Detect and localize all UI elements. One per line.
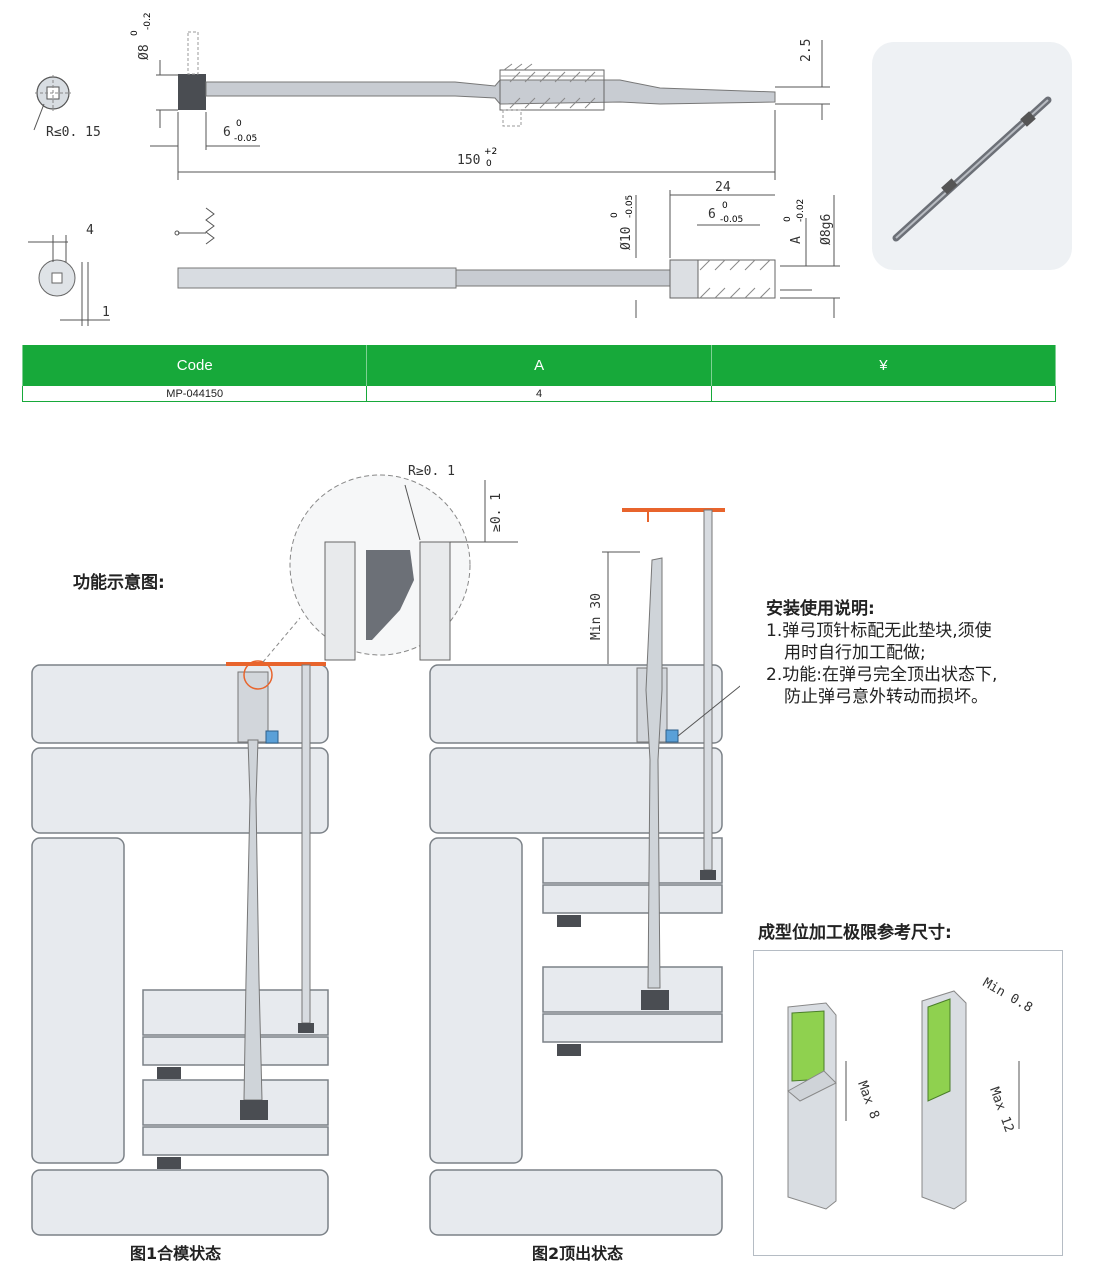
head-dia-label: Ø8	[137, 44, 152, 60]
technical-drawing: R≤0. 15 Ø8 0 -0.2 2.5 6 0 -0.05 150 +	[28, 12, 840, 326]
col-header-price: ¥	[710, 345, 1057, 386]
svg-text:0: 0	[130, 30, 140, 36]
svg-text:0: 0	[486, 159, 492, 169]
cell-a: 4	[366, 385, 712, 402]
fig1-mold	[31, 664, 329, 1236]
ref-max8: Max 8	[854, 1079, 881, 1121]
ref-part-right	[921, 990, 967, 1210]
thickness-label: 2.5	[799, 39, 814, 62]
fig1-orange-plate	[226, 662, 326, 666]
function-diagrams: R≥0. 1 ≥0. 1 Min 30	[31, 464, 740, 1236]
fig2-mold	[429, 664, 723, 1236]
svg-text:-0.05: -0.05	[625, 195, 635, 218]
fig2-caption: 图2顶出状态	[532, 1244, 624, 1263]
fig2-pin-head	[641, 990, 669, 1010]
detail-gap-label: ≥0. 1	[489, 493, 504, 532]
table-row: MP-044150 4	[21, 385, 1057, 402]
total-len-label: 150	[457, 153, 480, 168]
svg-text:-0.05: -0.05	[720, 215, 743, 225]
instructions-line2: 用时自行加工配做;	[784, 643, 926, 663]
end-view-small	[28, 235, 110, 326]
end-view-circle	[33, 75, 71, 131]
end-step-label: 6	[708, 207, 716, 222]
svg-text:0: 0	[610, 212, 620, 218]
instructions-line3: 2.功能:在弹弓完全顶出状态下,	[766, 665, 998, 685]
ref-min08: Min 0.8	[980, 975, 1035, 1015]
side-offset-label: 1	[102, 305, 110, 320]
a-dim-label: A	[789, 236, 804, 244]
product-photo	[872, 42, 1072, 270]
detail-radius-label: R≥0. 1	[408, 464, 455, 479]
collar-dia-label: Ø10	[619, 227, 634, 250]
svg-text:+2: +2	[484, 147, 497, 157]
ref-part-left	[787, 1002, 837, 1210]
col-header-code: Code	[21, 345, 368, 386]
pin-side-view	[177, 259, 776, 299]
end-len-label: 24	[715, 180, 731, 195]
head-len-label: 6	[223, 125, 231, 140]
detail-magnifier	[262, 474, 518, 663]
pin-top-view	[178, 31, 776, 127]
cell-price	[710, 385, 1057, 402]
spec-table: Code A ¥ MP-044150 4	[21, 345, 1057, 402]
cell-code: MP-044150	[21, 385, 368, 402]
svg-text:0: 0	[783, 216, 793, 222]
shank-dia-label: Ø8g6	[819, 214, 834, 245]
fig1-caption: 图1合模状态	[130, 1244, 222, 1263]
svg-text:-0.02: -0.02	[796, 199, 806, 222]
radius-label: R≤0. 15	[46, 125, 101, 140]
min-label: Min 30	[589, 593, 604, 640]
fig2-block	[665, 729, 679, 743]
svg-text:-0.05: -0.05	[234, 134, 257, 144]
function-title: 功能示意图:	[73, 573, 165, 593]
col-header-a: A	[366, 345, 712, 386]
reference-box: Max 8 Max 12 Min 0.8	[753, 950, 1063, 1256]
instructions-line1: 1.弹弓顶针标配无此垫块,须使	[766, 621, 992, 641]
fig1-block	[265, 730, 279, 744]
ref-max12: Max 12	[986, 1085, 1016, 1134]
fig2-orange-plate	[622, 508, 725, 512]
instructions-title: 安装使用说明:	[766, 599, 875, 619]
fig1-pin-head	[240, 1100, 268, 1120]
instructions-line4: 防止弹弓意外转动而损坏。	[784, 687, 988, 707]
side-width-label: 4	[86, 223, 94, 238]
svg-text:0: 0	[722, 201, 728, 211]
reference-title: 成型位加工极限参考尺寸:	[758, 923, 952, 943]
svg-text:-0.2: -0.2	[143, 12, 153, 30]
svg-text:0: 0	[236, 119, 242, 129]
instructions: 安装使用说明: 1.弹弓顶针标配无此垫块,须使 用时自行加工配做; 2.功能:在…	[766, 598, 1086, 708]
